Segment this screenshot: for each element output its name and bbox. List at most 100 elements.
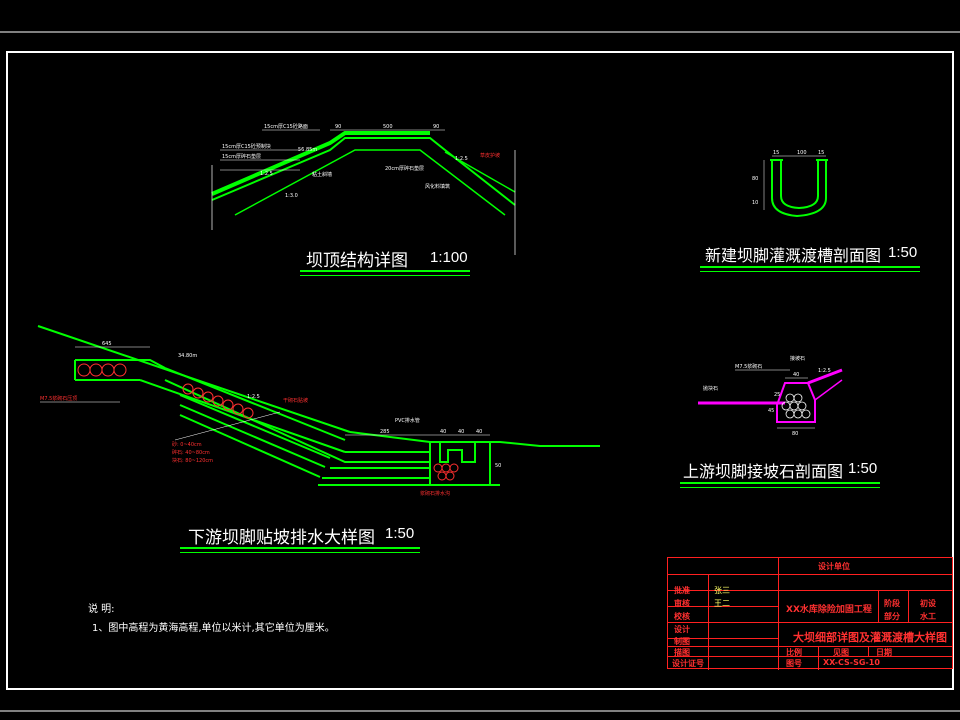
- tb-dept-value: 水工: [920, 612, 936, 621]
- trough-inner-wall: [780, 160, 819, 210]
- tb-row-label: 设计: [674, 625, 690, 634]
- toe-label-toe: 接坡石: [790, 355, 805, 362]
- toe-slope-line: [807, 368, 843, 385]
- toe-label-top: M7.5浆砌石: [735, 363, 762, 370]
- tb-row-label: 描图: [674, 648, 690, 657]
- tb-project: XX水库除险加固工程: [786, 605, 872, 615]
- drain-label-d2: 40: [440, 429, 446, 435]
- tb-vline: [908, 590, 909, 622]
- crest-label-l2: 15cm厚C15砼预制块: [222, 143, 271, 150]
- drain-label-base: 浆砌石排水沟: [420, 490, 450, 497]
- crest-slope-line: [444, 151, 516, 193]
- tb-no-label: 图号: [786, 659, 802, 668]
- tb-vline: [708, 574, 709, 670]
- tb-name: 张三: [714, 586, 730, 595]
- drain-label-pipe: PVC排水管: [395, 417, 420, 424]
- trough-label-t1: 15: [773, 150, 779, 156]
- trough-label-t3: 15: [818, 150, 824, 156]
- tb-row-label: 批准: [674, 586, 690, 595]
- tb-hline: [668, 638, 778, 639]
- drain-label-stone: 干砌石贴坡: [283, 397, 308, 404]
- tb-no-value: XX-CS-SG-10: [823, 658, 880, 667]
- drain-berm: [75, 359, 166, 369]
- tb-unit-label: 设计单位: [818, 562, 850, 571]
- drain-layer-5: [179, 414, 321, 478]
- toe-title-underline-2: [680, 487, 880, 488]
- toe-label-rock: 抛块石: [703, 385, 718, 392]
- toe-label-b: 80: [792, 431, 798, 437]
- trough-title: 新建坝脚灌溉渡槽剖面图: [705, 246, 882, 265]
- notes-heading: 说 明:: [88, 604, 115, 615]
- tb-row-label: 审核: [674, 599, 690, 608]
- crest-title-underline-2: [300, 275, 470, 276]
- toe-title: 上游坝脚接坡石剖面图: [683, 462, 844, 481]
- tb-hline: [668, 622, 953, 623]
- tb-hline: [668, 656, 953, 657]
- toe-scale: 1:50: [848, 460, 878, 477]
- trough-section: 15 100 15 80 10: [752, 150, 828, 218]
- tb-dept-label: 部分: [884, 612, 900, 621]
- tb-drawing-name: 大坝细部详图及灌溉渡槽大样图: [793, 631, 947, 644]
- tb-name: 王二: [714, 599, 730, 608]
- crest-label-l3: 15cm厚碎石垫层: [222, 153, 261, 160]
- drain-ditch-rocks: [433, 463, 459, 481]
- drain-surface: [349, 431, 600, 447]
- drain-title: 下游坝脚贴坡排水大样图: [188, 528, 375, 548]
- trough-label-h2: 10: [752, 200, 758, 206]
- tb-row-label: 校核: [674, 612, 690, 621]
- drain-label-d3: 40: [458, 429, 464, 435]
- notes: 说 明: 1、图中高程为黄海高程,单位以米计,其它单位为厘米。: [88, 600, 335, 638]
- trough-label-t2: 100: [797, 150, 807, 156]
- crest-label-slope-l2: 1:3.0: [285, 193, 298, 199]
- drain-rock-circles-top: [77, 363, 127, 377]
- toe-section: M7.5浆砌石 40 45 80 25 抛块石 1:2.5 接坡石: [698, 355, 843, 437]
- toe-label-slope: 1:2.5: [818, 368, 831, 374]
- drain-label-elev: 34.80m: [178, 353, 197, 359]
- drain-label-layer: M7.5浆砌石压顶: [40, 395, 77, 402]
- crest-label-protect: 草皮护坡: [480, 152, 500, 159]
- crest-label-base: 20cm厚碎石垫层: [385, 165, 424, 172]
- drain-scale: 1:50: [385, 525, 415, 542]
- crest-inner-line: [234, 149, 506, 216]
- crest-detail: 15cm厚C15砼路面 15cm厚C15砼预制块 15cm厚碎石垫层 56.85…: [211, 123, 516, 255]
- drain-label-w: 645: [102, 341, 112, 347]
- drain-label-f2: 碎石: 40~80cm: [172, 449, 210, 456]
- tb-vline: [868, 646, 869, 656]
- tb-row-label: 制图: [674, 637, 690, 646]
- crest-label-w3: 90: [433, 124, 439, 130]
- tb-hline: [668, 590, 953, 591]
- tb-vline: [878, 590, 879, 622]
- crest-protection-layer: [211, 131, 430, 196]
- drain-label-slope: 1:2.5: [247, 394, 260, 400]
- toe-label-w: 40: [793, 372, 799, 378]
- trough-title-underline: [700, 266, 920, 268]
- trough-label-h1: 80: [752, 176, 758, 182]
- drain-ditch: [429, 441, 491, 486]
- trough-title-underline-2: [700, 271, 920, 272]
- tb-stage-label: 阶段: [884, 599, 900, 608]
- drain-label-d1: 285: [380, 429, 390, 435]
- crest-label-w1: 90: [335, 124, 341, 130]
- title-block: 批准 审核 校核 设计 制图 描图 设计证号 张三 王二 设计单位 XX水库除险…: [667, 557, 953, 670]
- drain-title-underline-2: [180, 552, 420, 553]
- drain-leader-fill: [174, 411, 281, 441]
- drain-detail: 645 34.80m 干砌石贴坡 1:2.5 M7.5浆砌石压顶 砂: 0~40…: [37, 325, 600, 497]
- tb-scale-label: 比例: [786, 648, 802, 657]
- toe-label-g: 25: [774, 392, 780, 398]
- drain-layer-6: [164, 379, 430, 463]
- drain-label-f3: 块石: 80~120cm: [172, 457, 213, 464]
- toe-title-underline: [680, 482, 880, 484]
- crest-title: 坝顶结构详图: [306, 251, 408, 271]
- tb-hline: [668, 646, 953, 647]
- crest-scale: 1:100: [430, 249, 468, 266]
- drain-layer-2: [164, 367, 346, 441]
- tb-vline: [818, 646, 819, 670]
- tb-row-label: 设计证号: [672, 659, 704, 668]
- notes-item-1: 1、图中高程为黄海高程,单位以米计,其它单位为厘米。: [92, 623, 335, 634]
- drain-label-d5: 50: [495, 463, 501, 469]
- crest-label-elev: 56.85m: [298, 147, 317, 153]
- drain-layer-3: [179, 394, 331, 459]
- trough-scale: 1:50: [888, 244, 918, 261]
- tb-date-label: 日期: [876, 648, 892, 657]
